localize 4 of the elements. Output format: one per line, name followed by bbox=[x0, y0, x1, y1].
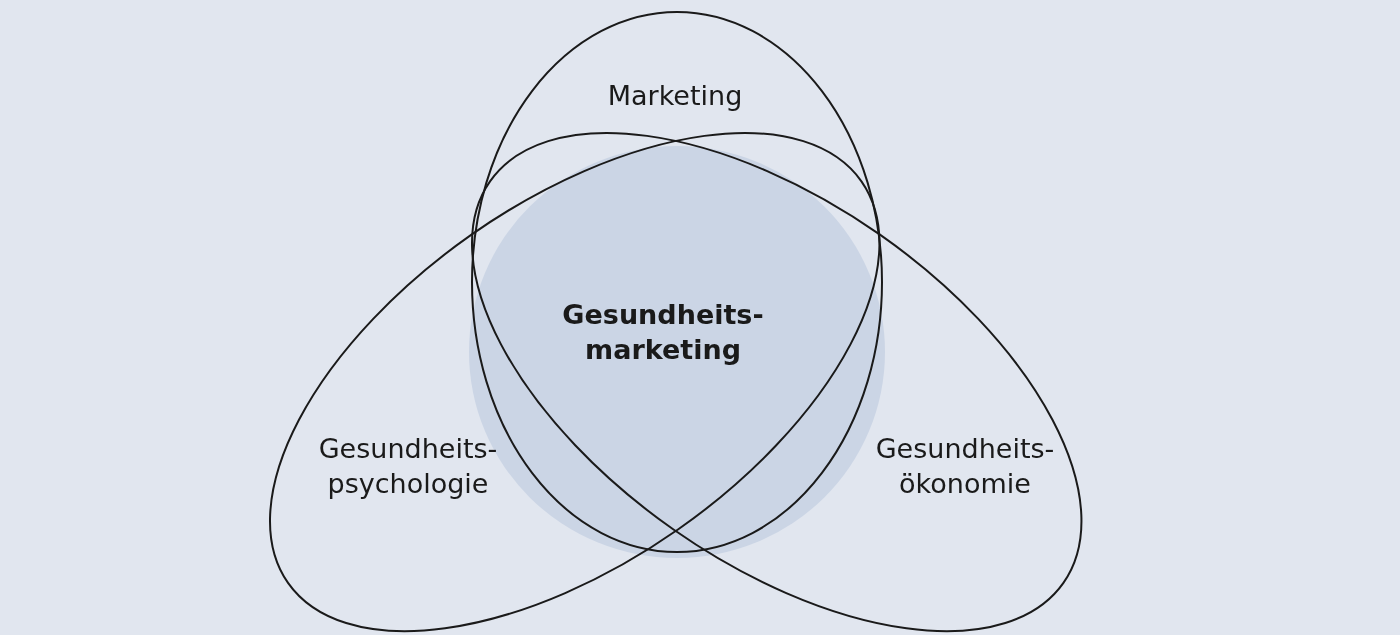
intersection-label: Gesundheits- marketing bbox=[561, 298, 765, 367]
set-label: Marketing bbox=[606, 78, 744, 113]
set-label: Gesundheits- ökonomie bbox=[874, 432, 1056, 501]
set-label: Gesundheits- psychologie bbox=[317, 432, 499, 501]
